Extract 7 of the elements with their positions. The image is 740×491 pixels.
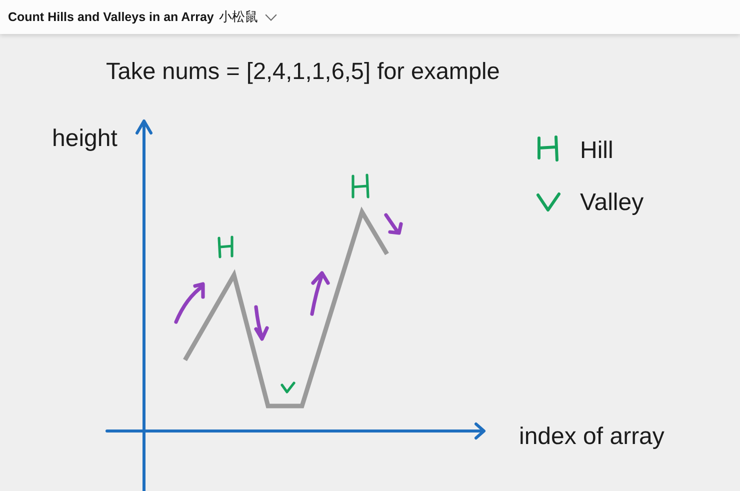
notebook-name: 小松鼠 <box>218 10 258 24</box>
page-title: Count Hills and Valleys in an Array <box>8 10 214 24</box>
legend-label: Valley <box>580 189 644 217</box>
legend-label: Hill <box>580 137 614 165</box>
axis-label: height <box>52 125 118 153</box>
axis-label: index of array <box>519 423 664 451</box>
example-text: Take nums = [2,4,1,1,6,5] for example <box>106 58 500 86</box>
